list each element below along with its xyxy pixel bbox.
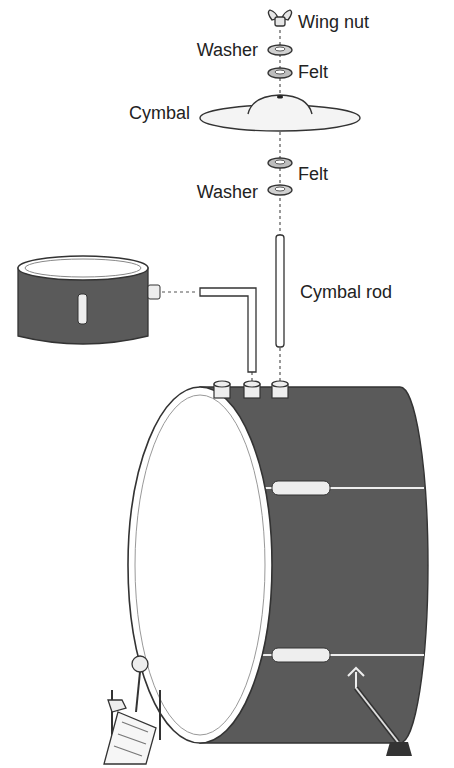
- washer: [268, 45, 292, 55]
- spur-foot: [386, 742, 412, 756]
- drum-lug: [272, 648, 330, 662]
- cymbal-hole: [277, 96, 283, 99]
- felt-hole: [275, 70, 285, 74]
- tom-axis: [162, 291, 198, 292]
- washer: [268, 185, 292, 195]
- pedal-grip: [114, 722, 148, 756]
- bass-pedal: [104, 656, 160, 764]
- part-label: Washer: [197, 183, 258, 203]
- mount-socket-top: [244, 381, 260, 387]
- wing-nut: [268, 10, 291, 26]
- pedal-shaft: [136, 672, 140, 712]
- pedal-beater: [132, 656, 148, 672]
- bass-drum-head: [128, 387, 272, 743]
- tom-hoop: [25, 259, 141, 277]
- washer-ring: [268, 45, 292, 55]
- assembly-axis: [162, 30, 280, 384]
- mount-socket-top: [272, 381, 288, 387]
- bass-drum-hoop: [135, 395, 265, 735]
- tom-lug: [78, 294, 87, 324]
- washer-ring: [268, 185, 292, 195]
- part-label: Cymbal rod: [300, 283, 392, 303]
- felt-ring: [268, 158, 292, 168]
- tom-head: [18, 256, 148, 280]
- cymbal: [200, 95, 360, 131]
- felt: [268, 68, 292, 78]
- pedal-spring: [108, 700, 126, 712]
- wing-nut-body: [275, 17, 285, 26]
- felt: [268, 158, 292, 168]
- part-label: Felt: [298, 165, 328, 185]
- spur-leg: [356, 688, 398, 742]
- mount-sockets: [214, 381, 288, 398]
- part-label: Wing nut: [298, 13, 369, 33]
- drum-lug: [272, 481, 330, 495]
- cymbal-rod: [276, 235, 284, 347]
- tom-drum: [18, 256, 160, 344]
- part-label: Washer: [197, 41, 258, 61]
- cymbal-bell: [248, 95, 312, 114]
- part-label: Cymbal: [129, 104, 190, 124]
- tom-holder-rod: [200, 288, 256, 372]
- spur-leg: [356, 688, 398, 742]
- pedal-footboard: [104, 712, 156, 764]
- felt-ring: [268, 68, 292, 78]
- mount-socket-top: [214, 381, 230, 387]
- bass-drum: [128, 381, 428, 756]
- washer-hole: [275, 187, 285, 191]
- part-label: Felt: [298, 63, 328, 83]
- spur-bracket: [348, 668, 364, 690]
- washer-hole: [275, 47, 285, 51]
- felt-hole: [275, 160, 285, 164]
- tom-mount: [148, 285, 160, 299]
